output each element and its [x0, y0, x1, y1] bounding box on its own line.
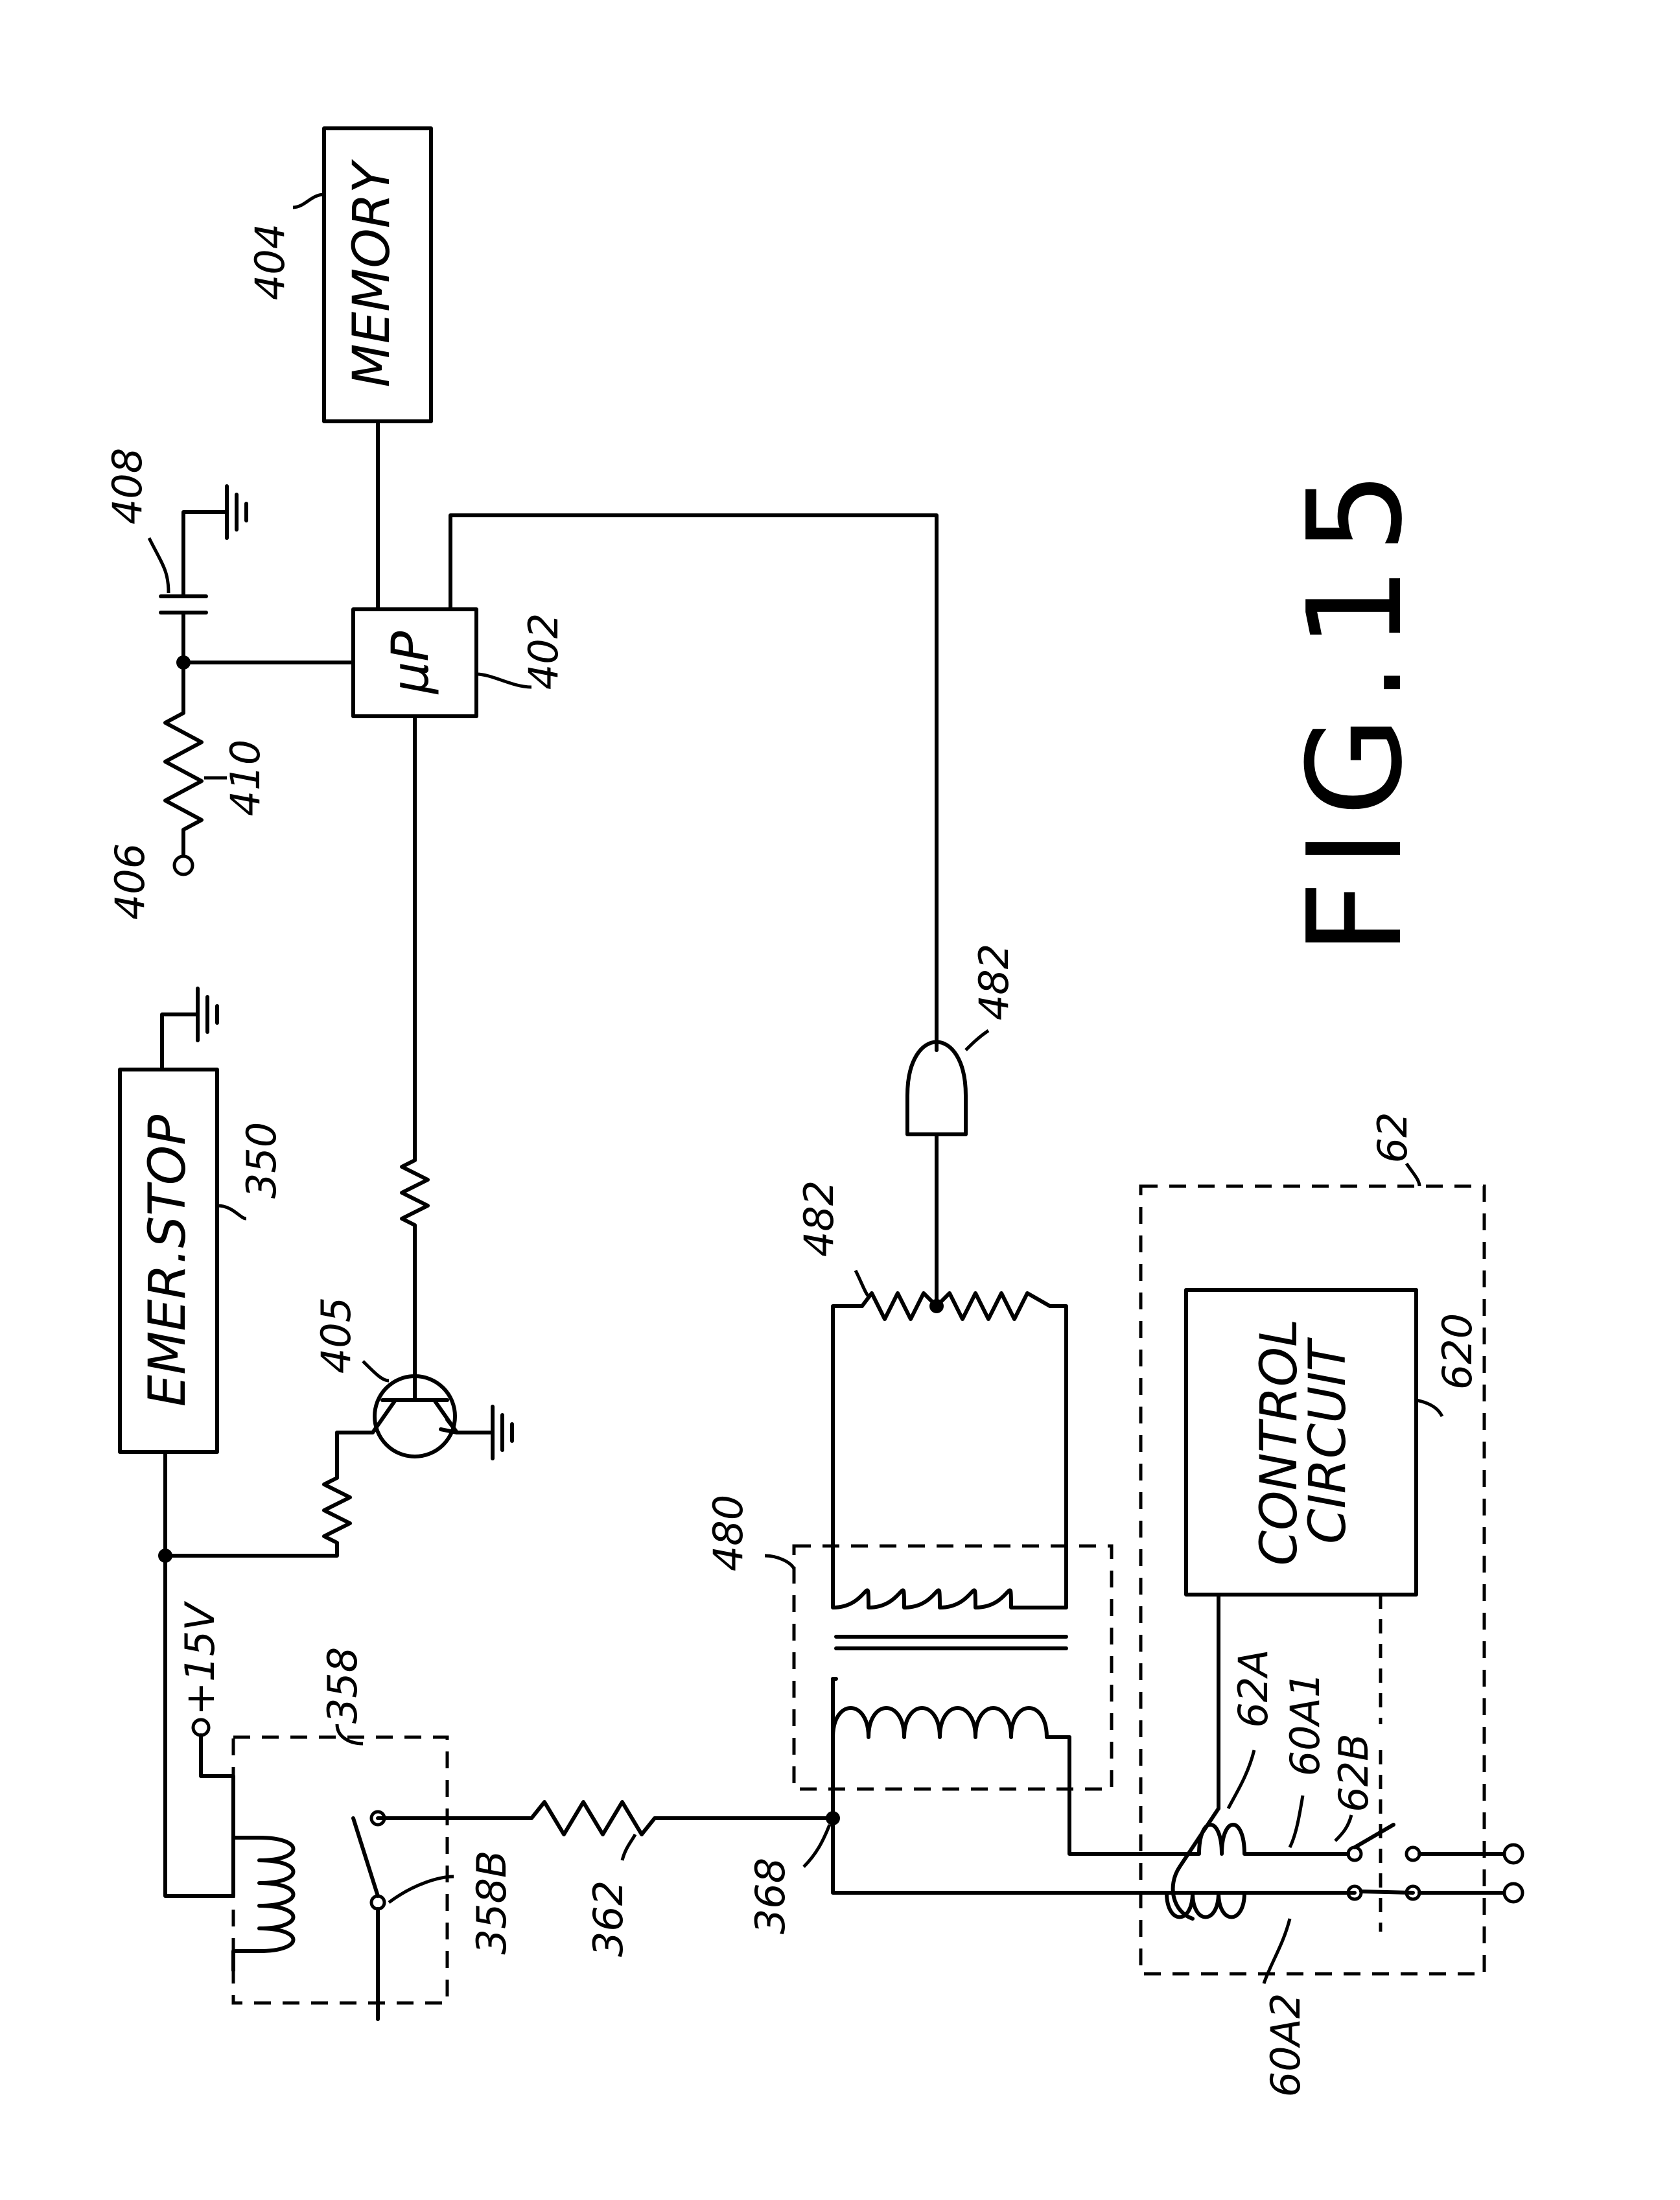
control-circuit-block	[1184, 1288, 1418, 1597]
transistor-405	[373, 1374, 457, 1458]
potentiometer-ref: 482	[795, 1180, 843, 1257]
control-circuit-label-1: CONTROL	[1250, 1319, 1309, 1566]
transformer-ref: 480	[705, 1495, 752, 1571]
memory-label: MEMORY	[343, 159, 401, 387]
relay-ref: 358	[319, 1647, 366, 1724]
control-circuit-label-2: CIRCUIT	[1299, 1337, 1357, 1544]
relay-358-box	[231, 1735, 449, 2005]
emergency-stop-block	[118, 1068, 219, 1454]
figure-label: FIG.15	[1280, 458, 1431, 955]
resistor-ref: 410	[222, 740, 269, 816]
breaker-box-62	[1139, 1184, 1486, 1976]
capacitor-ref: 408	[104, 448, 151, 524]
emergency-stop-label: EMER.STOP	[139, 1115, 197, 1407]
coil-2-ref: 60A2	[1262, 1993, 1309, 2098]
lead-a-ref: 62A	[1230, 1649, 1277, 1727]
series-resistor-ref: 362	[585, 1880, 632, 1957]
breaker-box-ref: 62	[1369, 1112, 1416, 1164]
control-circuit-ref: 620	[1434, 1313, 1481, 1390]
memory-ref: 404	[246, 224, 294, 300]
junction-ref: 368	[747, 1858, 794, 1934]
lead-b-ref: 62B	[1330, 1733, 1377, 1812]
microprocessor-ref: 402	[520, 613, 567, 690]
gate-482	[905, 1040, 968, 1136]
microprocessor-label: μP	[382, 631, 440, 696]
transformer-480-box	[792, 1544, 1114, 1791]
terminal-ref: 406	[106, 843, 154, 920]
supply-label: +15V	[176, 1600, 224, 1716]
transistor-ref: 405	[312, 1297, 360, 1374]
coil-1-ref: 60A1	[1281, 1672, 1329, 1777]
relay-contact-ref: 358B	[468, 1851, 515, 1955]
gate-ref: 482	[970, 944, 1018, 1020]
emergency-stop-ref: 350	[238, 1122, 285, 1199]
